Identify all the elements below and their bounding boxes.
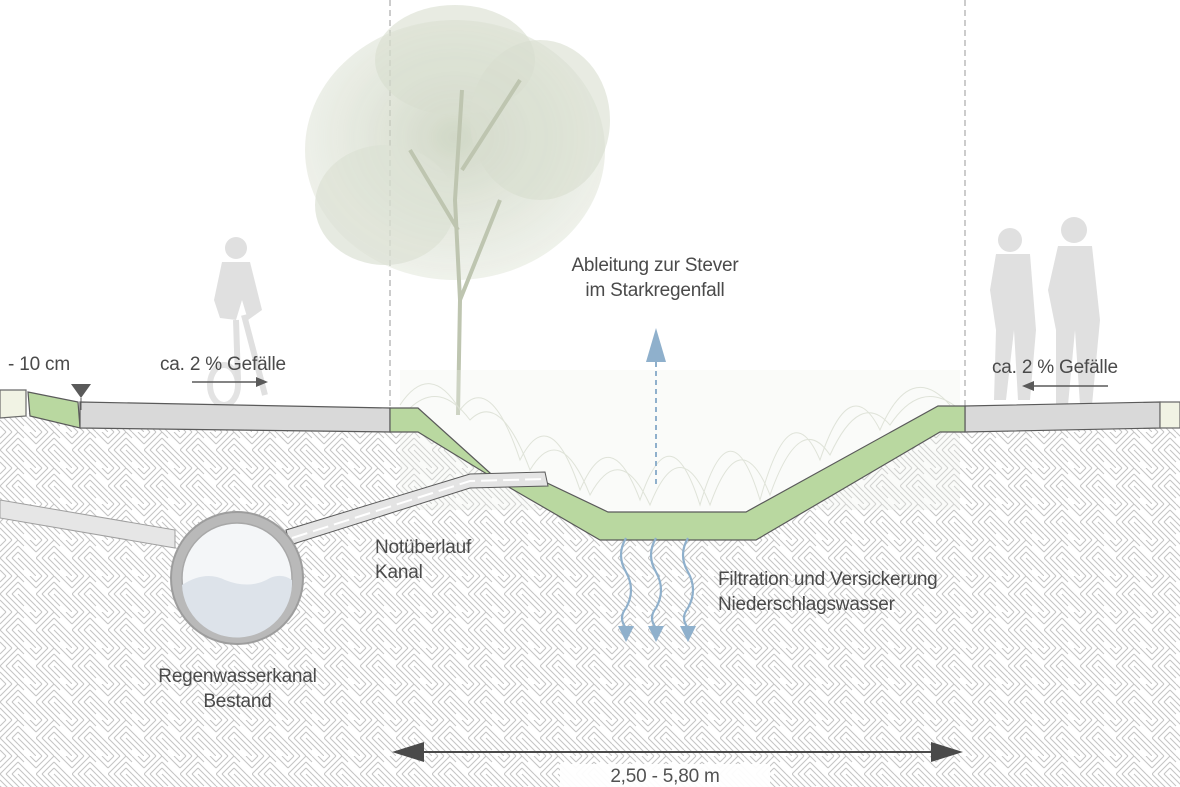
tree-illustration [305,5,610,416]
paving-right [964,401,1161,433]
sewer-water [182,575,293,638]
arrow-icon-right [1022,381,1108,391]
infiltration-label-line2: Niederschlagswasser [718,594,895,615]
sewer-label: Regenwasserkanal Bestand [130,664,345,714]
soil-hatch [0,408,1180,787]
sewer-label-line1: Regenwasserkanal [158,666,317,687]
overflow-label-line1: Notüberlauf [375,537,472,558]
height-offset-label: - 10 cm [8,354,70,375]
wavy-arrow-down-icon [619,537,695,629]
drainage-label: Ableitung zur Stever im Starkregenfall [540,253,770,303]
curb-left [0,389,27,419]
paving-left [79,401,391,433]
sewer-label-line2: Bestand [203,691,272,712]
triangle-down-icon [71,384,91,398]
slope-left-label: ca. 2 % Gefälle [160,354,286,375]
overflow-label-line2: Kanal [375,562,423,583]
double-arrow-icon [392,742,963,762]
infiltration-label-line1: Filtration und Versickerung [718,569,938,590]
cyclist-silhouette [207,237,268,408]
infiltration-label: Filtration und Versickerung Niederschlag… [718,567,938,617]
overflow-label: Notüberlauf Kanal [375,535,471,585]
width-dimension-label: 2,50 - 5,80 m [560,764,770,787]
drainage-label-line1: Ableitung zur Stever [571,255,739,276]
drainage-label-line2: im Starkregenfall [585,280,725,301]
slope-right-label: ca. 2 % Gefälle [992,357,1118,378]
sewer-connection [0,499,176,549]
arrow-up-icon [646,328,666,488]
pedestrians-silhouette [990,217,1100,405]
curb-right [1159,401,1180,429]
arrow-icon [192,377,268,387]
